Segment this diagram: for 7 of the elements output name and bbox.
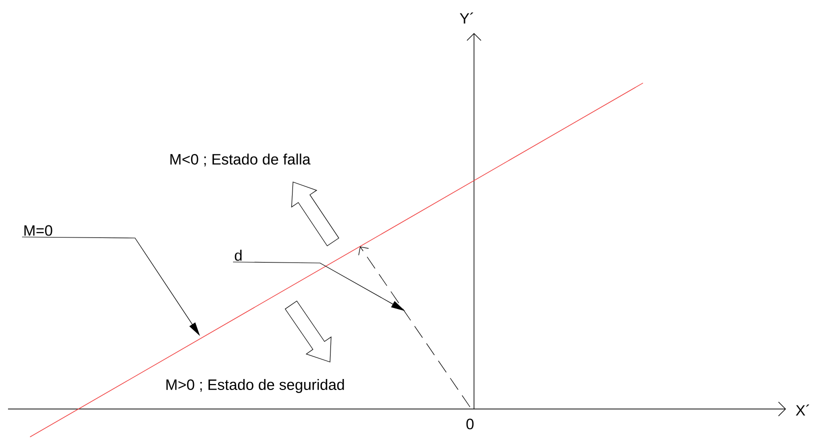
leader-text: d (234, 250, 242, 261)
region-label: M<0 ; Estado de falla (170, 154, 311, 166)
region-label: M>0 ; Estado de seguridad (166, 379, 344, 393)
leader-text: M=0 (24, 225, 52, 236)
axis-label: Y´ (460, 12, 474, 24)
origin-label: 0 (466, 418, 474, 430)
axis-label: X´ (796, 404, 810, 416)
